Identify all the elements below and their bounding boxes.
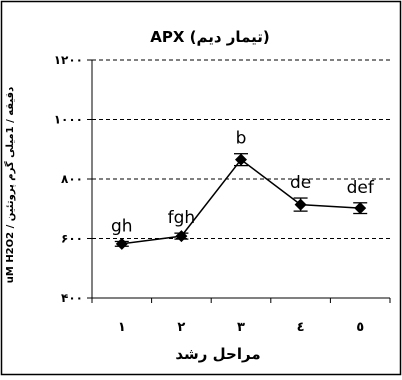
x-tick-label: ١: [118, 320, 126, 335]
y-tick-label: ۶۰۰: [61, 232, 83, 246]
y-tick-label: ۸۰۰: [61, 172, 83, 186]
data-label: gh: [111, 216, 133, 236]
data-point-marker: [354, 202, 367, 215]
data-point-marker: [115, 237, 128, 250]
y-axis-label: uM H2O2 / دقیقه / 1میلی گرم پروتئین: [3, 87, 16, 283]
y-tick-label: ۱۰۰۰: [54, 113, 83, 127]
data-label: def: [347, 178, 375, 198]
series-layer: gh fgh b de def: [111, 129, 375, 250]
grid-layer: [92, 59, 390, 239]
x-tick-label: ٢: [177, 320, 185, 335]
data-label: fgh: [168, 208, 196, 228]
chart-title: APX (تیمار دیم): [150, 28, 270, 46]
y-tick-label: ۴۰۰: [61, 291, 83, 305]
y-tick-label: ۱۲۰۰: [54, 53, 83, 67]
x-tick-label: ٤: [297, 320, 305, 335]
data-point-marker: [294, 198, 307, 211]
x-tick-label: ٥: [356, 320, 364, 335]
axis-layer: ۴۰۰ ۶۰۰ ۸۰۰ ۱۰۰۰ ۱۲۰۰ ١ ٢ ٣ ٤ ٥: [54, 53, 391, 335]
data-label: de: [290, 173, 311, 193]
x-axis-label: مراحل رشد: [175, 345, 260, 363]
data-label: b: [236, 129, 247, 149]
x-tick-label: ٣: [237, 320, 245, 335]
data-point-marker: [235, 153, 247, 166]
data-point-marker: [175, 230, 188, 243]
